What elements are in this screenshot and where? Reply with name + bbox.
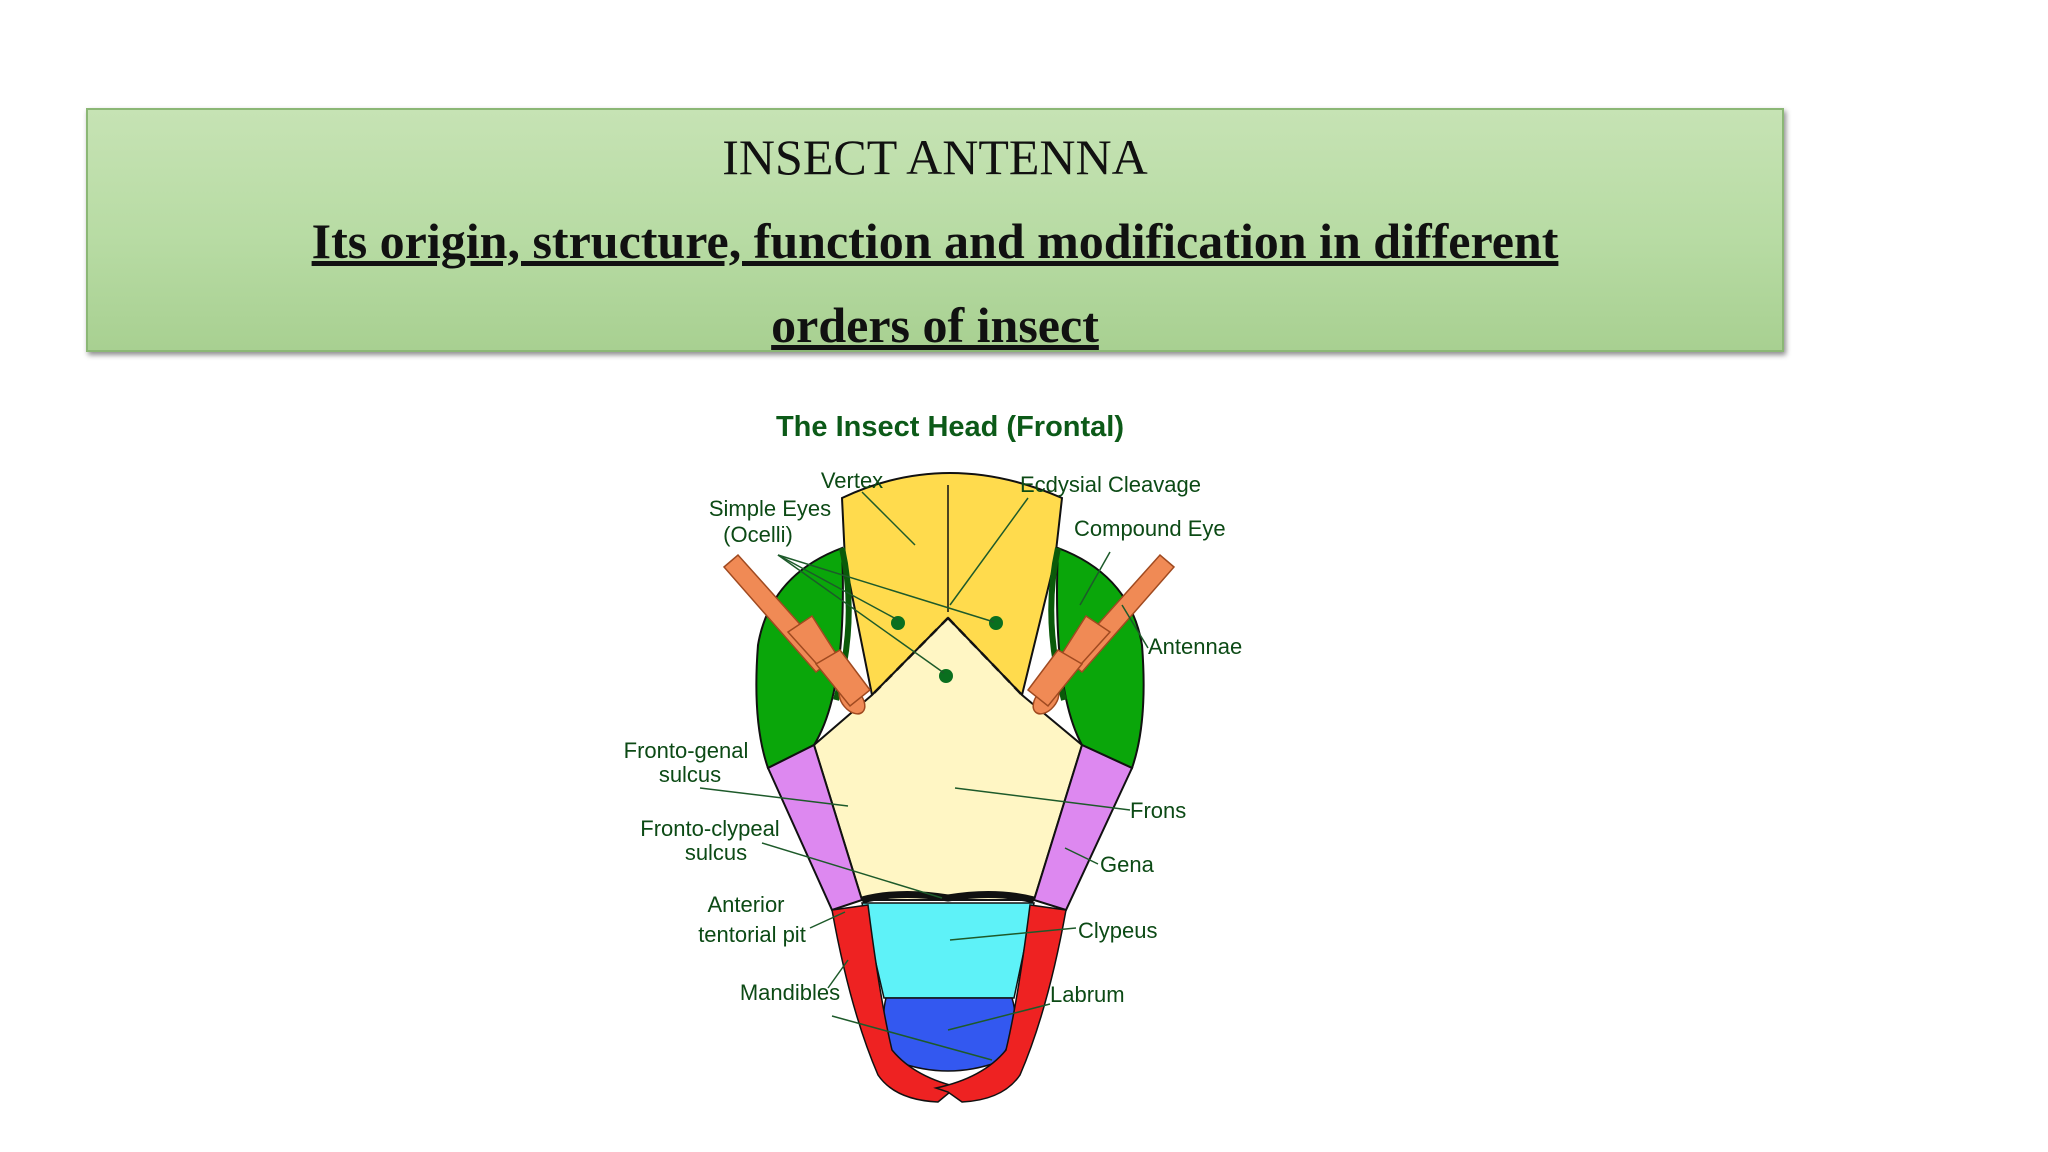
leader-lines xyxy=(699,491,1149,1061)
label-ocelli: (Ocelli) xyxy=(723,522,793,547)
label-simple-eyes: Simple Eyes xyxy=(709,496,831,521)
label-fronto-clypeal-sulcus: sulcus xyxy=(685,840,747,865)
label-labrum: Labrum xyxy=(1050,982,1125,1007)
antenna-right xyxy=(1026,553,1176,715)
ocellus-left xyxy=(891,616,905,630)
frontal-suture-left xyxy=(871,617,949,696)
antenna-left xyxy=(722,553,872,715)
title-box: INSECT ANTENNA Its origin, structure, fu… xyxy=(86,108,1784,353)
slide-subtitle-line2: orders of insect xyxy=(771,297,1099,353)
frontal-suture-right xyxy=(947,617,1023,696)
clypeus-region xyxy=(861,902,1035,999)
ocellus-right xyxy=(989,616,1003,630)
frons-region xyxy=(812,616,1084,901)
slide-title: INSECT ANTENNA xyxy=(722,129,1148,185)
label-frons: Frons xyxy=(1130,798,1186,823)
fronto-clypeal-sulcus xyxy=(861,890,1035,904)
label-fronto-clypeal: Fronto-clypeal xyxy=(640,816,779,841)
label-mandibles: Mandibles xyxy=(740,980,840,1005)
label-anterior: Anterior xyxy=(707,892,784,917)
label-tentorial-pit: tentorial pit xyxy=(698,922,806,947)
label-gena: Gena xyxy=(1100,852,1155,877)
label-vertex: Vertex xyxy=(821,468,883,493)
label-ecdysial-cleavage: Ecdysial Cleavage xyxy=(1020,472,1201,497)
label-clypeus: Clypeus xyxy=(1078,918,1157,943)
label-antennae: Antennae xyxy=(1148,634,1242,659)
label-fronto-genal-sulcus: sulcus xyxy=(659,762,721,787)
mandible-right xyxy=(933,904,1067,1103)
label-fronto-genal: Fronto-genal xyxy=(624,738,749,763)
diagram-title: The Insect Head (Frontal) xyxy=(776,411,1124,443)
slide-subtitle-line1: Its origin, structure, function and modi… xyxy=(311,213,1559,269)
label-compound-eye: Compound Eye xyxy=(1074,516,1226,541)
